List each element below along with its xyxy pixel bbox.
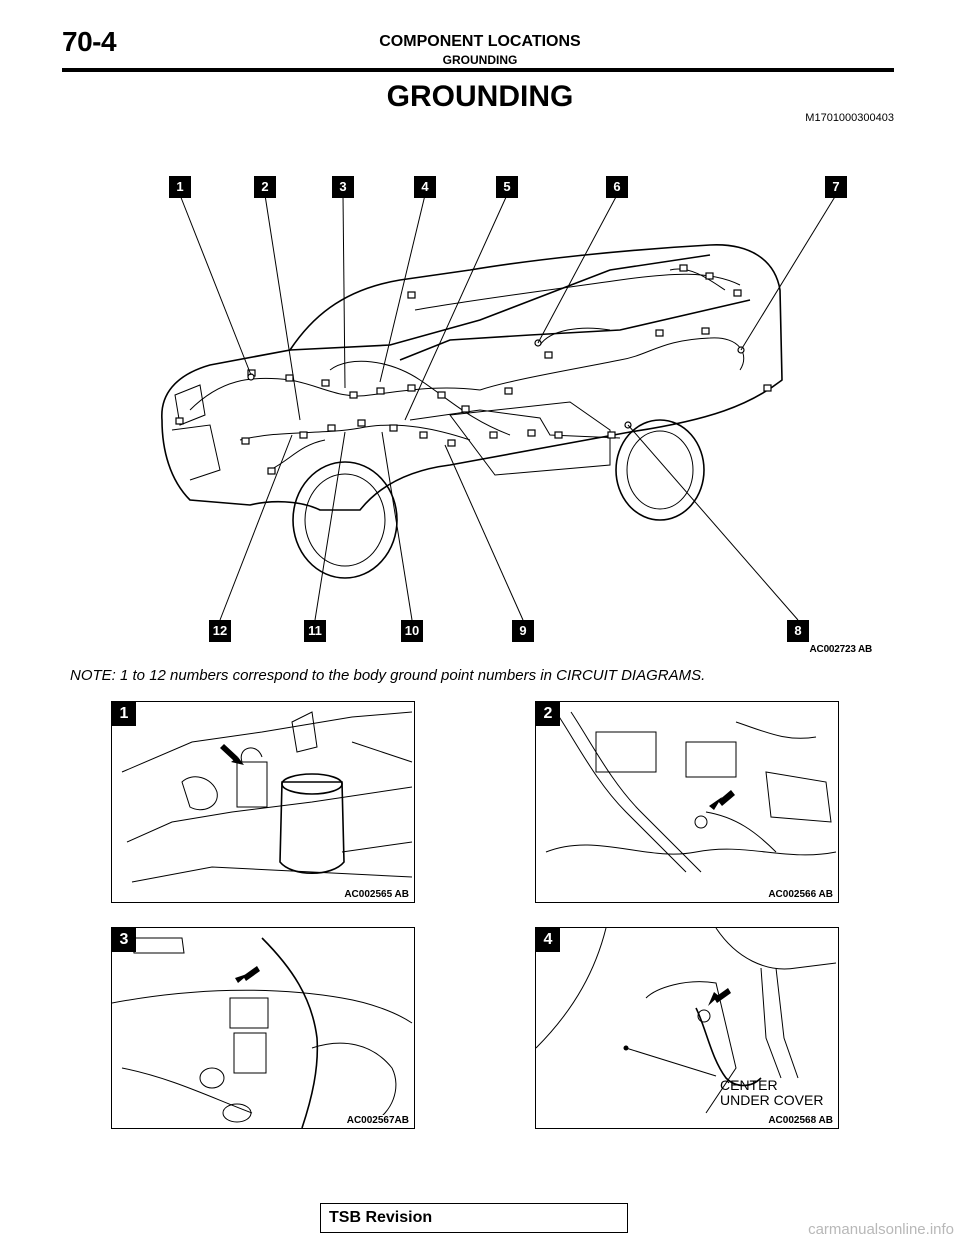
ground-point-photo-3: 3 AC002567AB	[111, 927, 415, 1129]
photo-4-number: 4	[536, 928, 560, 952]
header-divider	[62, 68, 894, 72]
main-figure-code: AC002723 AB	[809, 644, 873, 655]
page-title: GROUNDING	[386, 80, 574, 113]
callout-8: 8	[787, 620, 809, 642]
callout-2: 2	[254, 176, 276, 198]
callout-7: 7	[825, 176, 847, 198]
note-text: NOTE: 1 to 12 numbers correspond to the …	[70, 667, 706, 684]
photo-1-illustration	[121, 711, 413, 883]
vehicle-wiring-illustration	[161, 194, 837, 621]
photo-2-number: 2	[536, 702, 560, 726]
callout-10: 10	[401, 620, 423, 642]
photo-1-code: AC002565 AB	[343, 889, 410, 900]
watermark: carmanualsonline.info	[808, 1221, 954, 1238]
callout-9: 9	[512, 620, 534, 642]
ground-point-photo-1: 1 AC002565 AB	[111, 701, 415, 903]
callout-11: 11	[304, 620, 326, 642]
page-number: 70-4	[62, 26, 117, 57]
photo-4-illustration	[536, 928, 837, 1114]
header-subsection-title: GROUNDING	[442, 53, 518, 67]
photo-4-caption-line-1: CENTER	[720, 1077, 778, 1093]
photo-1-number: 1	[112, 702, 136, 726]
photo-2-code: AC002566 AB	[767, 889, 834, 900]
photo-2-illustration	[545, 711, 837, 873]
callout-6: 6	[606, 176, 628, 198]
callout-5: 5	[496, 176, 518, 198]
vehicle-ground-diagram: 1 2 3 4 5 6 7 12 11 10 9 8 AC002723 AB	[150, 170, 890, 660]
photo-3-code: AC002567AB	[345, 1115, 410, 1126]
photo-3-number: 3	[112, 928, 136, 952]
callout-1: 1	[169, 176, 191, 198]
footer-label: TSB Revision	[329, 1209, 433, 1226]
ground-point-photo-4: 4 CENTER UNDER COVER AC002568 AB	[535, 927, 839, 1129]
callout-3: 3	[332, 176, 354, 198]
ground-point-photo-2: 2 AC002566 AB	[535, 701, 839, 903]
callout-12: 12	[209, 620, 231, 642]
photo-3-illustration	[112, 937, 413, 1128]
callout-4: 4	[414, 176, 436, 198]
header-section-title: COMPONENT LOCATIONS	[379, 33, 581, 50]
footer-tsb-revision-box: TSB Revision	[320, 1203, 628, 1233]
photo-4-caption-line-2: UNDER COVER	[720, 1092, 824, 1108]
photo-4-code: AC002568 AB	[767, 1115, 834, 1126]
document-code: M1701000300403	[805, 112, 894, 124]
